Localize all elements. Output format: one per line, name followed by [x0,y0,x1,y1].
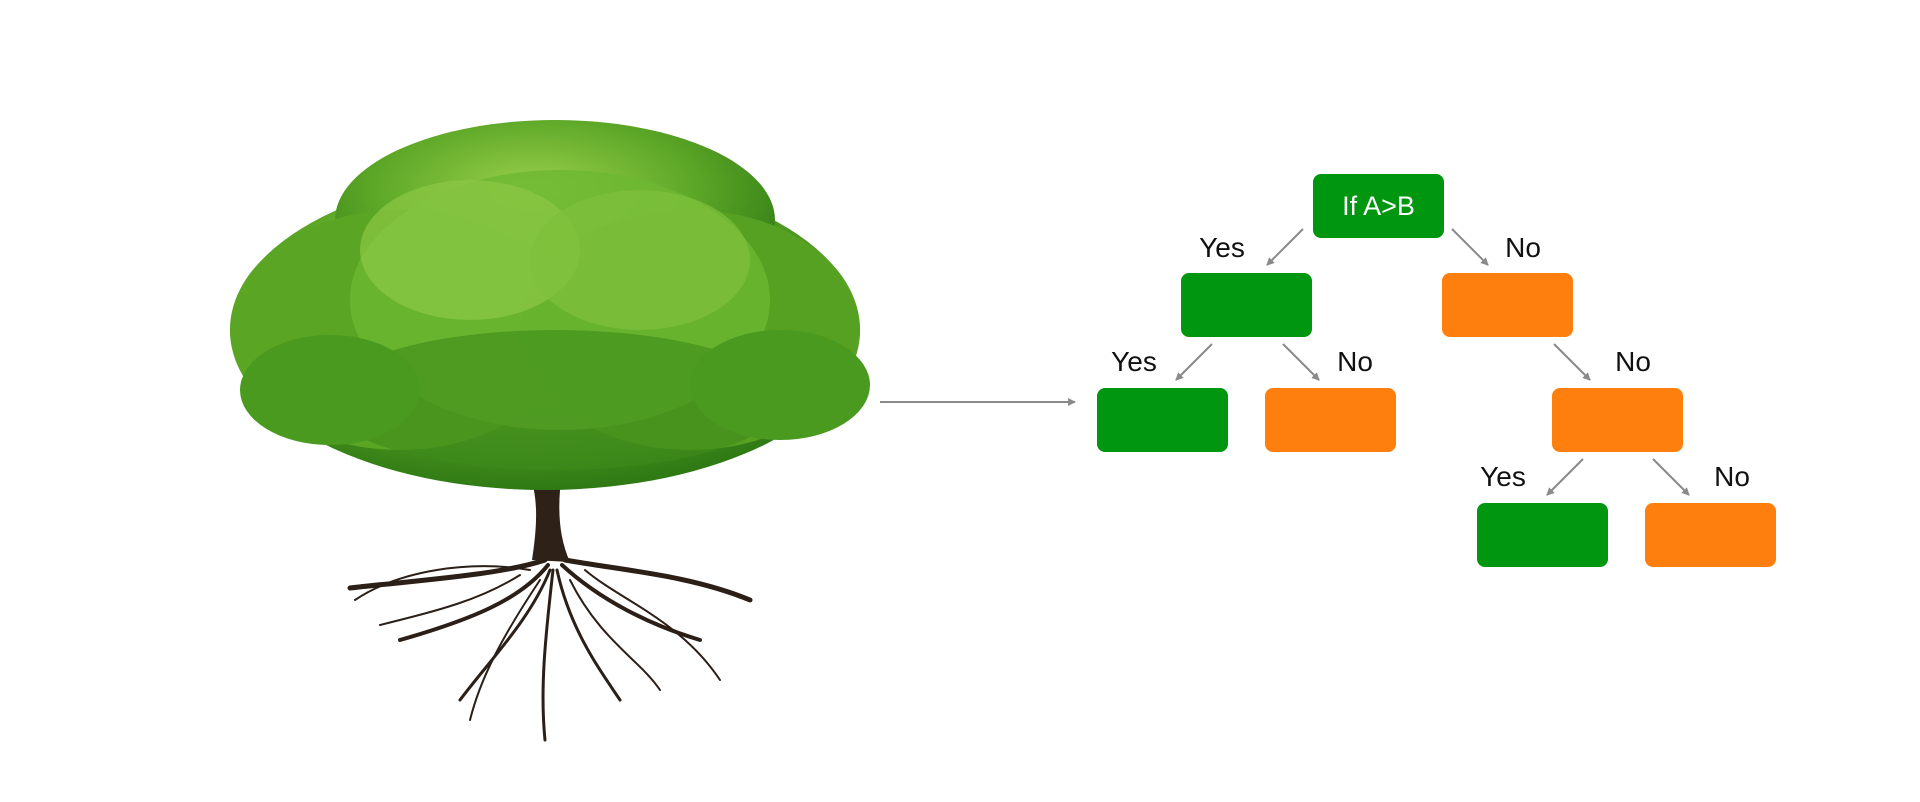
root-no-label: No [1505,232,1541,264]
no-branch-node [1442,273,1573,337]
deep-no-arrow [1653,459,1689,495]
left-no-label: No [1337,346,1373,378]
right-no-label: No [1615,346,1651,378]
deep-no-leaf-node [1645,503,1776,567]
deep-yes-leaf-node [1477,503,1608,567]
deep-yes-arrow [1547,459,1583,495]
left-no-arrow [1283,344,1319,380]
yes-no-leaf-node [1265,388,1396,452]
yes-yes-leaf-node [1097,388,1228,452]
no-no-branch-node [1552,388,1683,452]
deep-no-label: No [1714,461,1750,493]
root-yes-arrow [1267,229,1303,265]
root-no-arrow [1452,229,1488,265]
root-yes-label: Yes [1199,232,1245,264]
left-yes-arrow [1176,344,1212,380]
root-decision-label: If A>B [1342,191,1415,222]
yes-branch-node [1181,273,1312,337]
root-decision-node: If A>B [1313,174,1444,238]
right-no-arrow [1554,344,1590,380]
deep-yes-label: Yes [1480,461,1526,493]
left-yes-label: Yes [1111,346,1157,378]
